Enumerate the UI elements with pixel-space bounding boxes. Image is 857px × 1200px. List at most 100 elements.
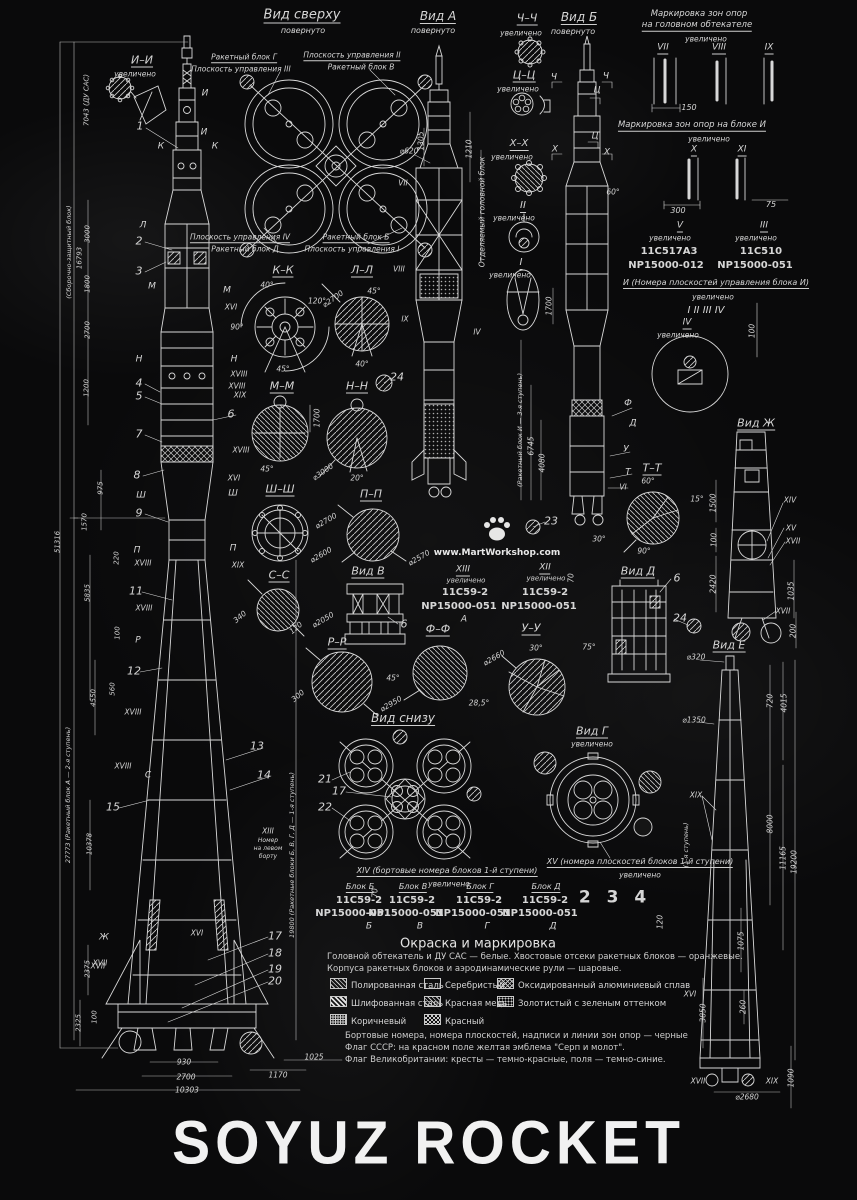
dimension-label: 2420 <box>708 574 718 594</box>
dimension-label: 100 <box>113 626 122 640</box>
section-mark: VIII <box>393 264 405 274</box>
view-header: Вид Ж <box>737 416 775 431</box>
legend-label: Золотистый с зеленым оттенком <box>518 999 667 1009</box>
section-mark: XV <box>785 523 797 533</box>
legend-item: Полированная сталь <box>330 978 444 991</box>
section-mark: XVI <box>683 989 697 999</box>
section-mark: И <box>200 127 208 138</box>
caption: Плоскость управления II <box>303 50 401 61</box>
section-mark: XVI <box>190 928 204 938</box>
section-mark: Ж <box>99 932 109 943</box>
dimension-label: 930 <box>176 1057 192 1067</box>
callout-number: 17 <box>332 784 346 798</box>
view-header: повернуто <box>410 26 456 35</box>
dimension-label: 90° <box>230 322 244 332</box>
part-number: NР15000-051 <box>502 908 578 919</box>
view-header: Х–Х <box>509 138 529 151</box>
caption: XIII <box>262 826 274 836</box>
part-number: NР15000-051 <box>315 908 391 919</box>
marking-header: VII <box>657 42 669 55</box>
callout-number: 3 <box>135 264 143 278</box>
caption: увеличено <box>619 870 661 880</box>
callout-leader-lines <box>118 69 689 1023</box>
view-a-rocket-drawing <box>411 44 467 498</box>
dimension-label: 1170 <box>268 1070 288 1080</box>
legend-item: Красная медь <box>424 996 507 1009</box>
dimension-label: 4080 <box>537 453 547 473</box>
legend-item: Золотистый с зеленым оттенком <box>497 996 666 1009</box>
view-header: Вид снизу <box>371 711 435 726</box>
dimension-label: 100 <box>709 532 719 548</box>
dimension-label: 10303 <box>175 1085 199 1095</box>
callout-number: 13 <box>250 739 264 753</box>
part-number: 11С510 <box>739 246 783 257</box>
caption: борту <box>258 853 278 860</box>
dots-swatch-icon <box>497 996 514 1007</box>
view-header: Н–Н <box>345 379 369 394</box>
section-mark: IX <box>401 314 409 324</box>
view-e-booster-drawing <box>697 655 761 1087</box>
callout-number: 1 <box>136 119 144 133</box>
caption: Плоскость управления III <box>191 64 291 74</box>
view-header: повернуто <box>550 27 596 36</box>
part-number: В <box>416 921 424 932</box>
marking-header: И (Номера плоскостей управления блока И) <box>623 278 809 289</box>
view-header: Вид В <box>351 564 385 579</box>
legend-paragraph: Головной обтекатель и ДУ САС — белые. Хв… <box>327 952 743 962</box>
detail-i-drawing <box>506 269 540 331</box>
caption: Плоскость управления I <box>304 244 400 254</box>
view-header: Вид Г <box>576 724 608 739</box>
part-number: 11С59-2 <box>441 587 489 598</box>
view-header: П–П <box>359 487 383 502</box>
section-mark: Н <box>230 354 238 365</box>
section-mark: П <box>133 545 141 556</box>
section-u-u-drawing <box>501 655 566 716</box>
detail-x-x-drawing <box>511 160 547 196</box>
dimension-label: 45° <box>260 464 274 474</box>
view-header: II <box>520 200 526 213</box>
section-mark: VII <box>398 178 408 188</box>
marking-header: IX <box>764 42 774 55</box>
legend-item: Коричневый <box>330 1014 406 1027</box>
dimension-label: 560 <box>108 682 117 696</box>
legend-item: Серебристый <box>424 978 505 991</box>
section-sh-sh-drawing <box>251 504 309 562</box>
caption: Ракетный блок Г <box>211 52 277 63</box>
part-number: Блок Д <box>531 882 561 893</box>
dimension-label: 1025 <box>304 1052 324 1062</box>
section-mark: Х <box>603 147 611 158</box>
dimension-label: 100 <box>90 1010 99 1024</box>
view-header: V <box>676 220 684 233</box>
view-header: К–К <box>272 263 294 278</box>
part-number: Г <box>484 921 490 932</box>
legend-paragraph: Корпуса ракетных блоков и аэродинамическ… <box>327 964 622 974</box>
part-number: NР15000-051 <box>435 908 511 919</box>
dimension-label: 120° <box>307 296 327 306</box>
section-mark: П <box>229 543 237 554</box>
view-header: М–М <box>269 379 295 394</box>
caption: Ракетный блок В <box>327 62 395 72</box>
dimension-label: 100 <box>747 323 757 339</box>
watermark-url[interactable]: www.MartWorkshop.com <box>433 548 561 558</box>
diagonal-hatch-bold-swatch-icon <box>330 996 347 1007</box>
legend-label: Серебристый <box>445 981 505 991</box>
dimension-label: 260 <box>738 999 748 1015</box>
view-header: Ш–Ш <box>265 482 295 497</box>
caption: Плоскость управления IV <box>189 232 291 243</box>
fairing-marking-lines-drawing <box>651 57 789 413</box>
outline-swatch-icon <box>424 978 441 989</box>
dimension-label: 120 <box>655 914 665 930</box>
section-mark: XIX <box>765 1076 779 1086</box>
dimension-label: 70 <box>370 888 380 898</box>
view-header: увеличено <box>491 152 533 162</box>
marking-header: увеличено <box>688 134 730 144</box>
callout-number: 5 <box>135 389 143 403</box>
view-d-machinery-drawing <box>607 579 671 683</box>
marking-header: VIII <box>711 42 727 55</box>
view-header: С–С <box>268 568 290 583</box>
section-mark: XVII <box>785 536 801 546</box>
view-header: увеличено <box>114 69 156 79</box>
marking-header: I II III IV <box>687 305 725 316</box>
dimension-label: (Ракетный блок И — 3-я ступень) <box>515 373 524 487</box>
